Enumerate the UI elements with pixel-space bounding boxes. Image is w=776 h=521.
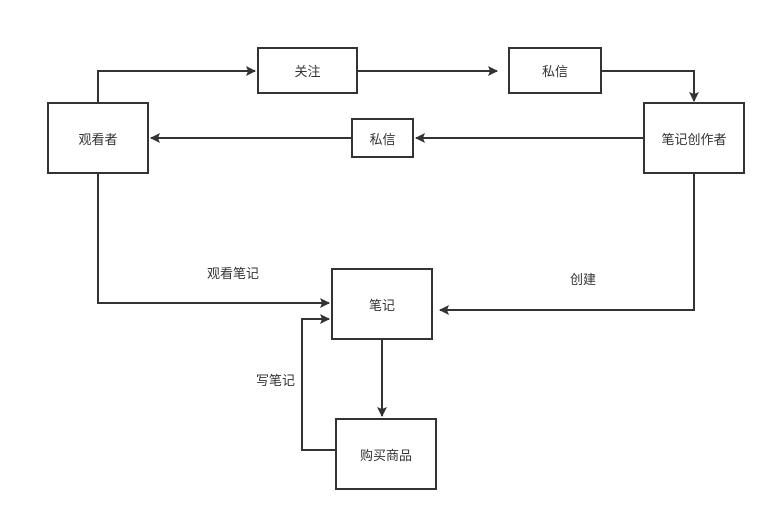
- node-dm-mid[interactable]: 私信: [351, 118, 414, 158]
- node-dm-top-label: 私信: [541, 65, 568, 80]
- node-dm-top[interactable]: 私信: [508, 47, 602, 94]
- node-buy[interactable]: 购买商品: [335, 418, 437, 490]
- edge-buy-to-note: [301, 314, 337, 451]
- node-follow[interactable]: 关注: [257, 47, 358, 94]
- edge-dm-top-to-creator: [601, 70, 699, 102]
- node-creator-label: 笔记创作者: [661, 132, 727, 148]
- edge-label-write-note: 写笔记: [256, 374, 296, 389]
- node-dm-mid-label: 私信: [369, 132, 396, 148]
- edge-label-view-note: 观看笔记: [207, 267, 260, 282]
- edge-viewer-to-follow: [97, 66, 256, 102]
- edge-creator-to-note: [439, 173, 695, 315]
- node-note-label: 笔记: [368, 298, 395, 314]
- node-buy-label: 购买商品: [359, 448, 412, 464]
- edge-viewer-to-note: [97, 173, 330, 308]
- node-follow-label: 关注: [294, 65, 321, 80]
- node-creator[interactable]: 笔记创作者: [643, 102, 745, 174]
- node-viewer[interactable]: 观看者: [47, 102, 149, 174]
- node-viewer-label: 观看者: [78, 132, 118, 148]
- edge-label-create: 创建: [570, 273, 597, 288]
- node-note[interactable]: 笔记: [331, 268, 433, 340]
